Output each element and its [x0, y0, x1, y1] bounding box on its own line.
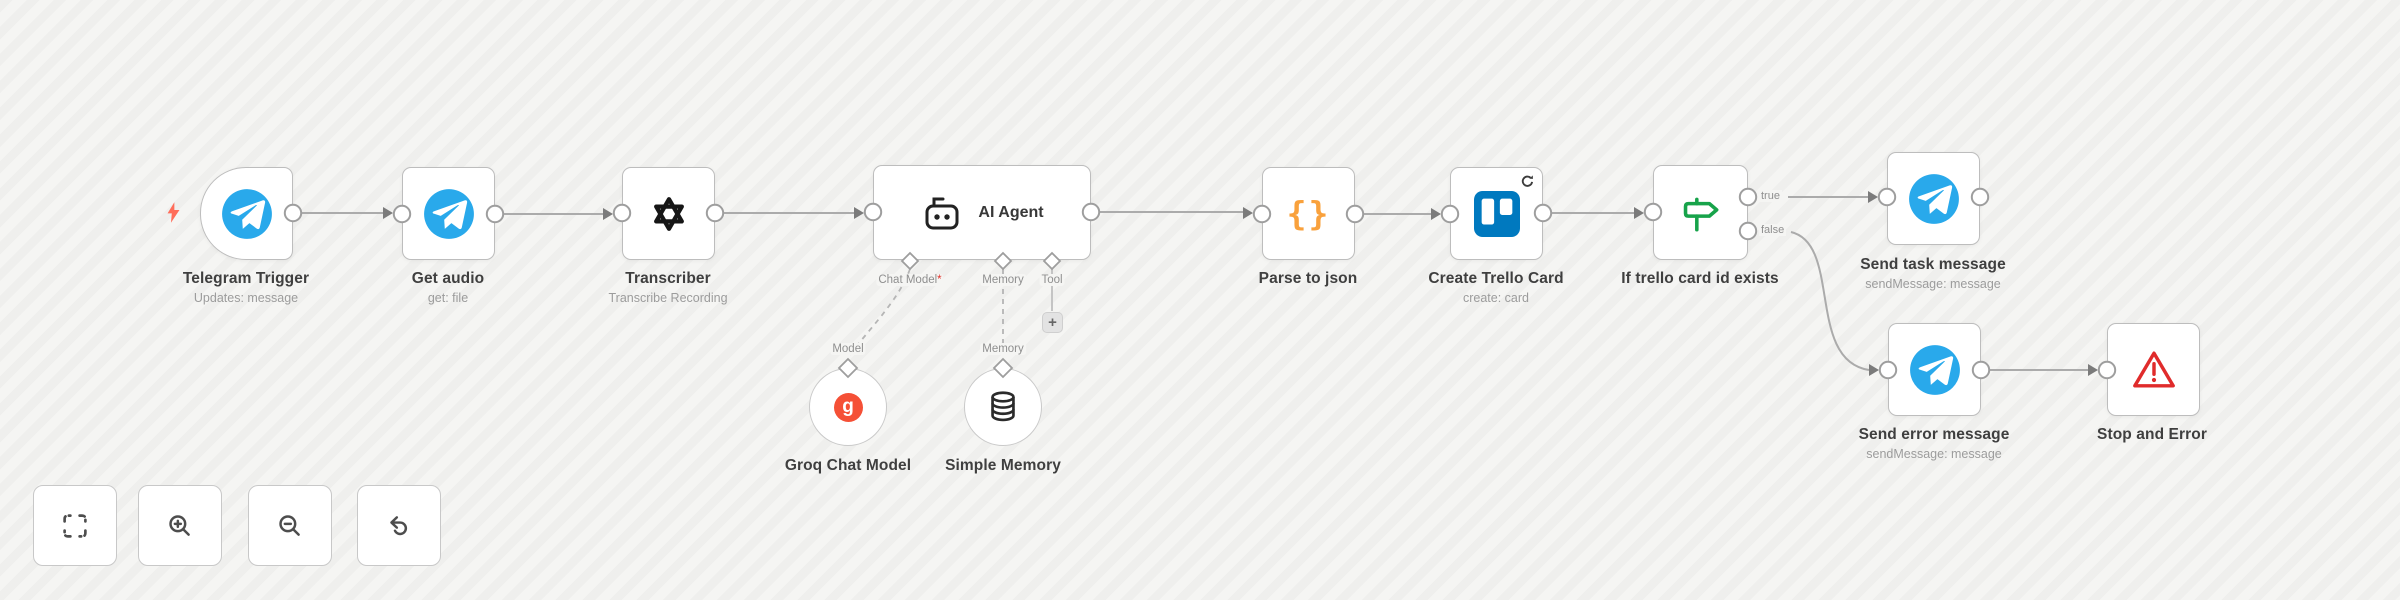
- node-get-audio[interactable]: [402, 167, 495, 260]
- node-title: Send error message: [1858, 426, 2010, 443]
- signpost-icon: [1678, 190, 1724, 236]
- branch-label-false: false: [1759, 224, 1787, 236]
- json-braces-icon: {}: [1286, 194, 1331, 233]
- lightning-bolt-icon: [165, 201, 182, 224]
- node-title: Get audio: [411, 270, 485, 287]
- zoom-in-button[interactable]: [138, 485, 222, 566]
- telegram-icon: [423, 188, 475, 240]
- node-subtitle: create: card: [1462, 291, 1530, 305]
- subnode-label-memory: Memory: [980, 343, 1026, 355]
- connector-label-tool: Tool: [1039, 274, 1065, 286]
- node-title: Telegram Trigger: [182, 270, 310, 287]
- warning-triangle-icon: [2131, 348, 2177, 391]
- node-parse-to-json[interactable]: {}: [1262, 167, 1355, 260]
- telegram-icon: [221, 188, 273, 240]
- node-groq-chat-model[interactable]: g: [809, 368, 887, 446]
- node-telegram-trigger[interactable]: [200, 167, 293, 260]
- groq-icon: g: [833, 392, 863, 422]
- node-title: Simple Memory: [945, 457, 1061, 474]
- zoom-in-icon: [166, 512, 194, 540]
- ai-connector-diamonds[interactable]: [837, 251, 1062, 379]
- node-title: Parse to json: [1258, 270, 1358, 287]
- node-simple-memory[interactable]: [964, 368, 1042, 446]
- node-subtitle: Updates: message: [193, 291, 299, 305]
- node-stop-and-error[interactable]: [2107, 323, 2200, 416]
- node-subtitle: sendMessage: message: [1866, 447, 2002, 461]
- node-title: Stop and Error: [2097, 426, 2207, 443]
- connection-wires: [302, 196, 2089, 371]
- node-title: If trello card id exists: [1621, 270, 1779, 287]
- node-transcriber[interactable]: [622, 167, 715, 260]
- node-title: Send task message: [1860, 256, 2006, 273]
- node-title: Transcriber: [625, 270, 711, 287]
- node-subtitle: Transcribe Recording: [608, 291, 728, 305]
- node-send-task-message[interactable]: [1887, 152, 1980, 245]
- node-title: Groq Chat Model: [784, 457, 912, 474]
- robot-icon: [920, 194, 964, 232]
- node-if-trello-card-id-exists[interactable]: [1653, 165, 1748, 260]
- openai-icon: [645, 190, 693, 238]
- subnode-label-model: Model: [830, 343, 866, 355]
- node-ai-agent[interactable]: AI Agent: [873, 165, 1091, 260]
- node-subtitle: get: file: [427, 291, 469, 305]
- branch-label-true: true: [1759, 190, 1782, 202]
- node-title: Create Trello Card: [1428, 270, 1564, 287]
- zoom-out-icon: [276, 512, 304, 540]
- undo-button[interactable]: [357, 485, 441, 566]
- undo-icon: [385, 512, 413, 540]
- fit-view-icon: [60, 511, 90, 541]
- trello-icon: [1473, 190, 1520, 237]
- retry-on-fail-icon: [1520, 174, 1535, 189]
- node-send-error-message[interactable]: [1888, 323, 1981, 416]
- fit-view-button[interactable]: [33, 485, 117, 566]
- add-tool-button[interactable]: +: [1042, 312, 1063, 333]
- telegram-icon: [1909, 344, 1961, 396]
- node-ports[interactable]: [283, 187, 2117, 380]
- node-subtitle: sendMessage: message: [1865, 277, 2001, 291]
- telegram-icon: [1908, 173, 1960, 225]
- node-create-trello-card[interactable]: [1450, 167, 1543, 260]
- required-asterisk: *: [937, 274, 942, 286]
- connector-label-memory: Memory: [980, 274, 1026, 286]
- connector-label-chat-model: Chat Model*: [876, 274, 944, 286]
- database-icon: [984, 387, 1022, 427]
- node-inner-title: AI Agent: [978, 203, 1044, 221]
- zoom-out-button[interactable]: [248, 485, 332, 566]
